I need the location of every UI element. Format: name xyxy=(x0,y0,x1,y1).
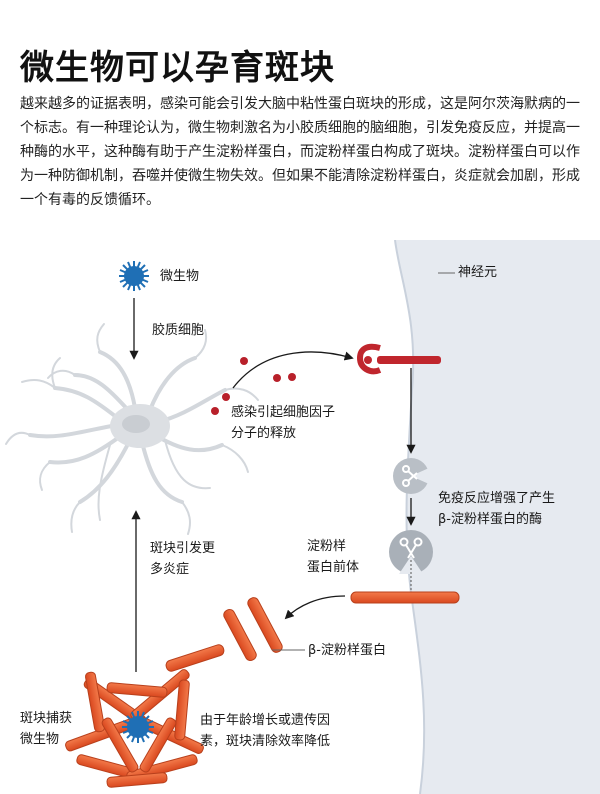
label-cytokine-line2: 分子的释放 xyxy=(231,426,297,441)
amyloid-fibril xyxy=(165,597,283,672)
label-clearance: 由于年龄增长或遗传因 素，斑块清除效率降低 xyxy=(200,710,330,752)
label-beta-amyloid: β-淀粉样蛋白 xyxy=(308,643,386,658)
label-clearance-line2: 素，斑块清除效率降低 xyxy=(200,734,331,749)
microbe-icon xyxy=(119,261,149,291)
enzyme-scissors-icon xyxy=(393,458,429,494)
trapped-microbe-icon xyxy=(122,711,154,743)
microglia-cell xyxy=(5,323,259,535)
label-microbe: 微生物 xyxy=(160,269,200,284)
label-inflammation-line1: 斑块引发更 xyxy=(150,541,216,556)
label-capture-line1: 斑块捕获 xyxy=(20,711,73,726)
label-inflammation: 斑块引发更 多炎症 xyxy=(150,538,215,580)
label-microglia: 胶质细胞 xyxy=(152,323,205,338)
neuron-membrane xyxy=(395,240,600,794)
diagram: 微生物 神经元 胶质细胞 感染引起细胞因子 分子的释放 免疫反应增强了产生 β-… xyxy=(0,240,600,794)
receptor-icon xyxy=(356,343,441,375)
label-neuron: 神经元 xyxy=(458,265,498,280)
enzyme-cleaving-icon xyxy=(389,530,433,590)
arrow-cytokine-to-receptor xyxy=(232,351,354,389)
label-precursor-line1: 淀粉样 xyxy=(307,539,347,554)
diagram-graphics xyxy=(5,240,600,794)
amyloid-precursor-rod xyxy=(351,592,459,603)
cytokine-molecules xyxy=(211,357,296,415)
intro-paragraph: 越来越多的证据表明，感染可能会引发大脑中粘性蛋白斑块的形成，这是阿尔茨海默病的一… xyxy=(20,96,580,208)
label-cytokine-line1: 感染引起细胞因子 xyxy=(231,405,336,420)
microglia-nucleus xyxy=(122,415,150,433)
label-enzyme-line2: β-淀粉样蛋白的酶 xyxy=(438,512,542,527)
page-title: 微生物可以孕育斑块 xyxy=(20,48,335,88)
label-enzyme-line1: 免疫反应增强了产生 xyxy=(438,491,556,506)
label-precursor-line2: 蛋白前体 xyxy=(307,560,360,575)
label-inflammation-line2: 多炎症 xyxy=(150,562,190,577)
label-capture: 斑块捕获 微生物 xyxy=(20,708,72,750)
label-enzyme: 免疫反应增强了产生 β-淀粉样蛋白的酶 xyxy=(438,488,555,530)
label-cytokine: 感染引起细胞因子 分子的释放 xyxy=(231,402,335,444)
arrow-precursor-to-beta xyxy=(284,595,346,620)
plaque-cluster xyxy=(65,669,204,788)
label-capture-line2: 微生物 xyxy=(20,732,60,747)
label-precursor: 淀粉样 蛋白前体 xyxy=(307,536,359,578)
label-clearance-line1: 由于年龄增长或遗传因 xyxy=(200,713,331,728)
